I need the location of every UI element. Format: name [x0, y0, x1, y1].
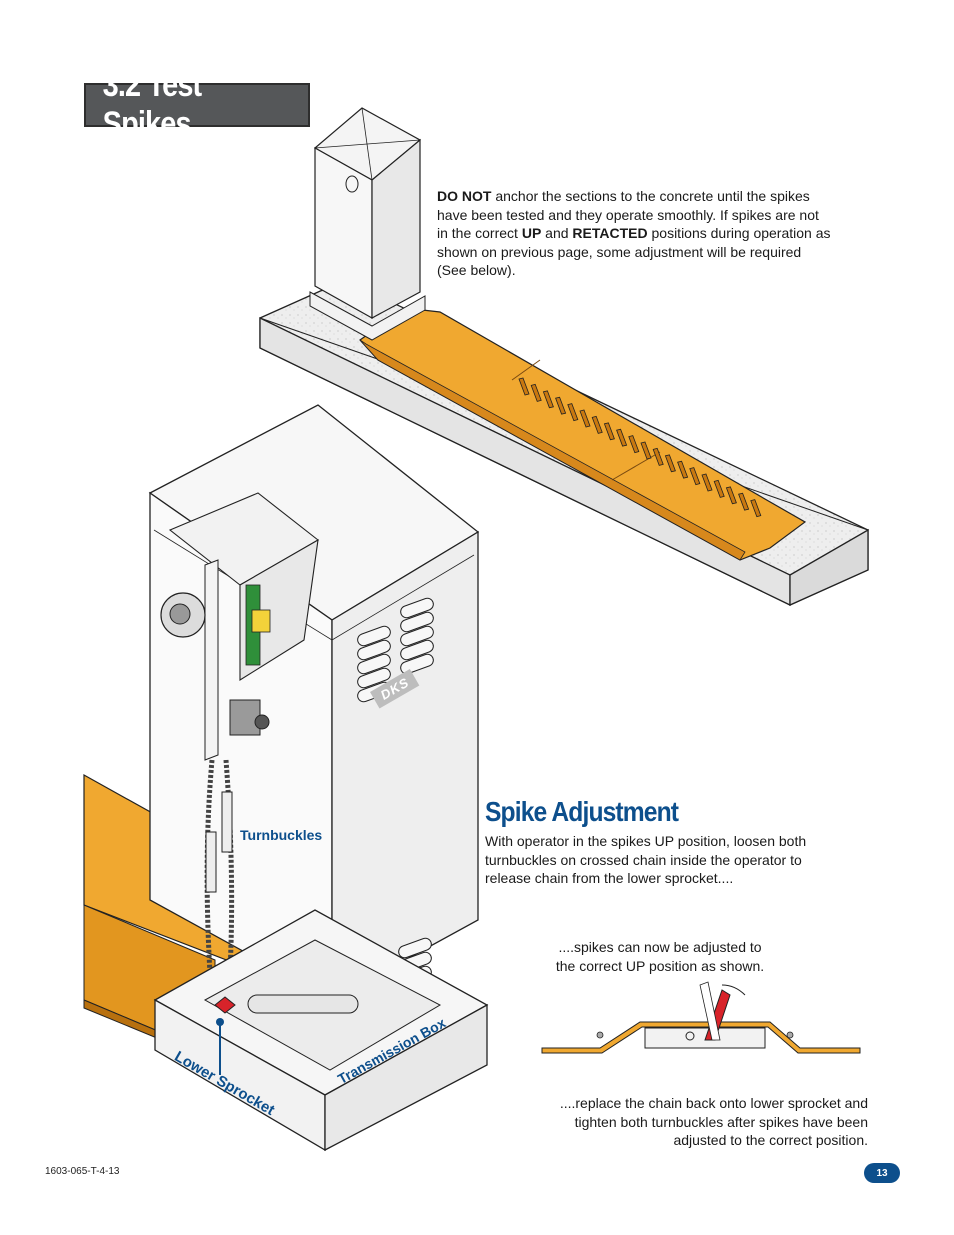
adjustment-p3-line-3: adjusted to the correct position.: [673, 1132, 868, 1148]
retacted-emphasis: RETACTED: [572, 225, 648, 241]
spike-tooth: [616, 428, 628, 447]
adjustment-p3-line-2: tighten both turnbuckles after spikes ha…: [574, 1113, 868, 1130]
operator-post: [309, 107, 426, 341]
intro-line-3c: positions during operation as: [647, 225, 831, 241]
intro-paragraph: DO NOT anchor the sections to the concre…: [437, 187, 837, 280]
spike-teeth: [518, 377, 762, 518]
intro-line-3a: in the correct: [437, 225, 522, 241]
spike-strip: [359, 307, 807, 561]
do-not-emphasis: DO NOT: [437, 188, 492, 204]
vent-slot: [400, 639, 434, 661]
adjustment-p1-line-2: turnbuckles on crossed chain inside the …: [485, 851, 802, 868]
spike-tooth: [652, 447, 664, 466]
spike-tooth: [664, 454, 676, 473]
vent-slot: [400, 597, 434, 619]
up-emphasis: UP: [521, 225, 542, 241]
spike-tooth: [530, 383, 542, 402]
vent-slot: [357, 639, 391, 661]
spike-tooth: [677, 460, 689, 479]
intro-line-3b: and: [541, 225, 573, 241]
spike-tooth: [579, 409, 591, 428]
spike-tooth: [640, 441, 652, 460]
spike-tooth: [542, 390, 554, 409]
vent-slot: [398, 937, 432, 959]
turnbuckles-label: Turnbuckles: [240, 827, 323, 843]
page-number: 13: [876, 1167, 888, 1179]
section-title: 3.2 Test Spikes: [102, 66, 203, 143]
vent-slot: [357, 625, 391, 647]
vent-slot: [400, 625, 434, 647]
intro-line-4: shown on previous page, some adjustment …: [437, 243, 802, 260]
spike-tooth: [738, 492, 750, 511]
adjustment-p1-line-1: With operator in the spikes UP position,…: [485, 833, 807, 849]
adjustment-p2-line-1: ....spikes can now be adjusted to: [558, 939, 762, 955]
intro-line-2: have been tested and they operate smooth…: [437, 206, 819, 223]
spike-tooth: [591, 415, 603, 434]
adjustment-paragraph-2: ....spikes can now be adjusted to the co…: [540, 938, 780, 975]
section-title-box: 3.2 Test Spikes: [84, 66, 310, 143]
spike-adjustment-heading: Spike Adjustment: [485, 796, 679, 827]
adjustment-p1-line-3: release chain from the lower sprocket...…: [485, 870, 734, 886]
lower-sprocket-callout-leader: [216, 1018, 224, 1075]
vent-slot: [357, 653, 391, 675]
spike-tooth: [713, 479, 725, 498]
vent-slot: [400, 611, 434, 633]
spike-tooth: [725, 486, 737, 505]
spike-tooth: [518, 377, 530, 396]
spike-tooth: [567, 403, 579, 422]
transmission-box: [153, 909, 489, 1152]
spike-tooth: [750, 499, 762, 518]
adjustment-paragraph-3: ....replace the chain back onto lower sp…: [528, 1094, 868, 1150]
adjustment-p3-line-1: ....replace the chain back onto lower sp…: [559, 1095, 868, 1111]
doc-id: 1603-065-T-4-13: [45, 1166, 120, 1177]
vent-slot: [357, 667, 391, 689]
adjustment-paragraph-1: With operator in the spikes UP position,…: [485, 832, 825, 888]
page-number-badge: 13: [864, 1163, 900, 1183]
spike-tooth: [555, 396, 567, 415]
intro-line-5: (See below).: [437, 262, 516, 278]
spike-tooth: [628, 435, 640, 454]
spike-detail-diagram: [541, 981, 861, 1054]
intro-line-1: anchor the sections to the concrete unti…: [491, 188, 810, 204]
spike-tooth: [689, 467, 701, 486]
control-box: [160, 492, 319, 761]
spike-tooth: [603, 422, 615, 441]
spike-tooth: [701, 473, 713, 492]
adjustment-p2-line-2: the correct UP position as shown.: [555, 957, 765, 974]
